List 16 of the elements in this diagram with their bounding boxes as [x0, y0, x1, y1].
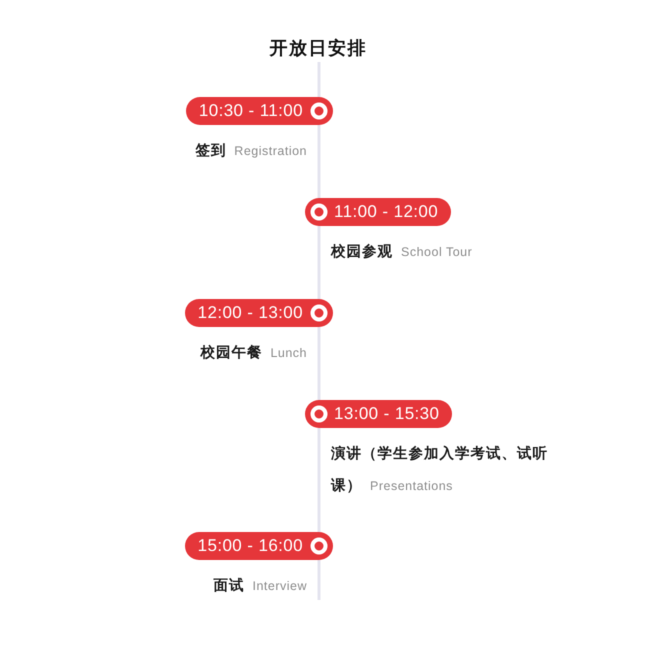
time-pill — [305, 400, 452, 428]
time-pill — [184, 532, 333, 560]
time-label: 12:00 - 13:00 — [198, 303, 303, 323]
time-pill — [184, 299, 333, 327]
activity-text: 演讲（学生参加入学考试、试听课） Presentations — [331, 444, 549, 496]
activity-text: 签到 Registration — [195, 142, 307, 161]
time-label: 13:00 - 15:30 — [334, 404, 440, 424]
time-label: 15:00 - 16:00 — [198, 536, 303, 556]
time-pill — [186, 97, 333, 125]
activity-text: 校园午餐 Lunch — [200, 344, 307, 363]
time-label: 11:00 - 12:00 — [334, 202, 438, 222]
time-pill — [305, 198, 452, 226]
time-label: 10:30 - 11:00 — [198, 101, 303, 121]
activity-text: 面试 Interview — [213, 576, 307, 596]
title: 开放日安排 — [269, 37, 367, 60]
activity-text: 校园参观 School Tour — [331, 242, 472, 262]
